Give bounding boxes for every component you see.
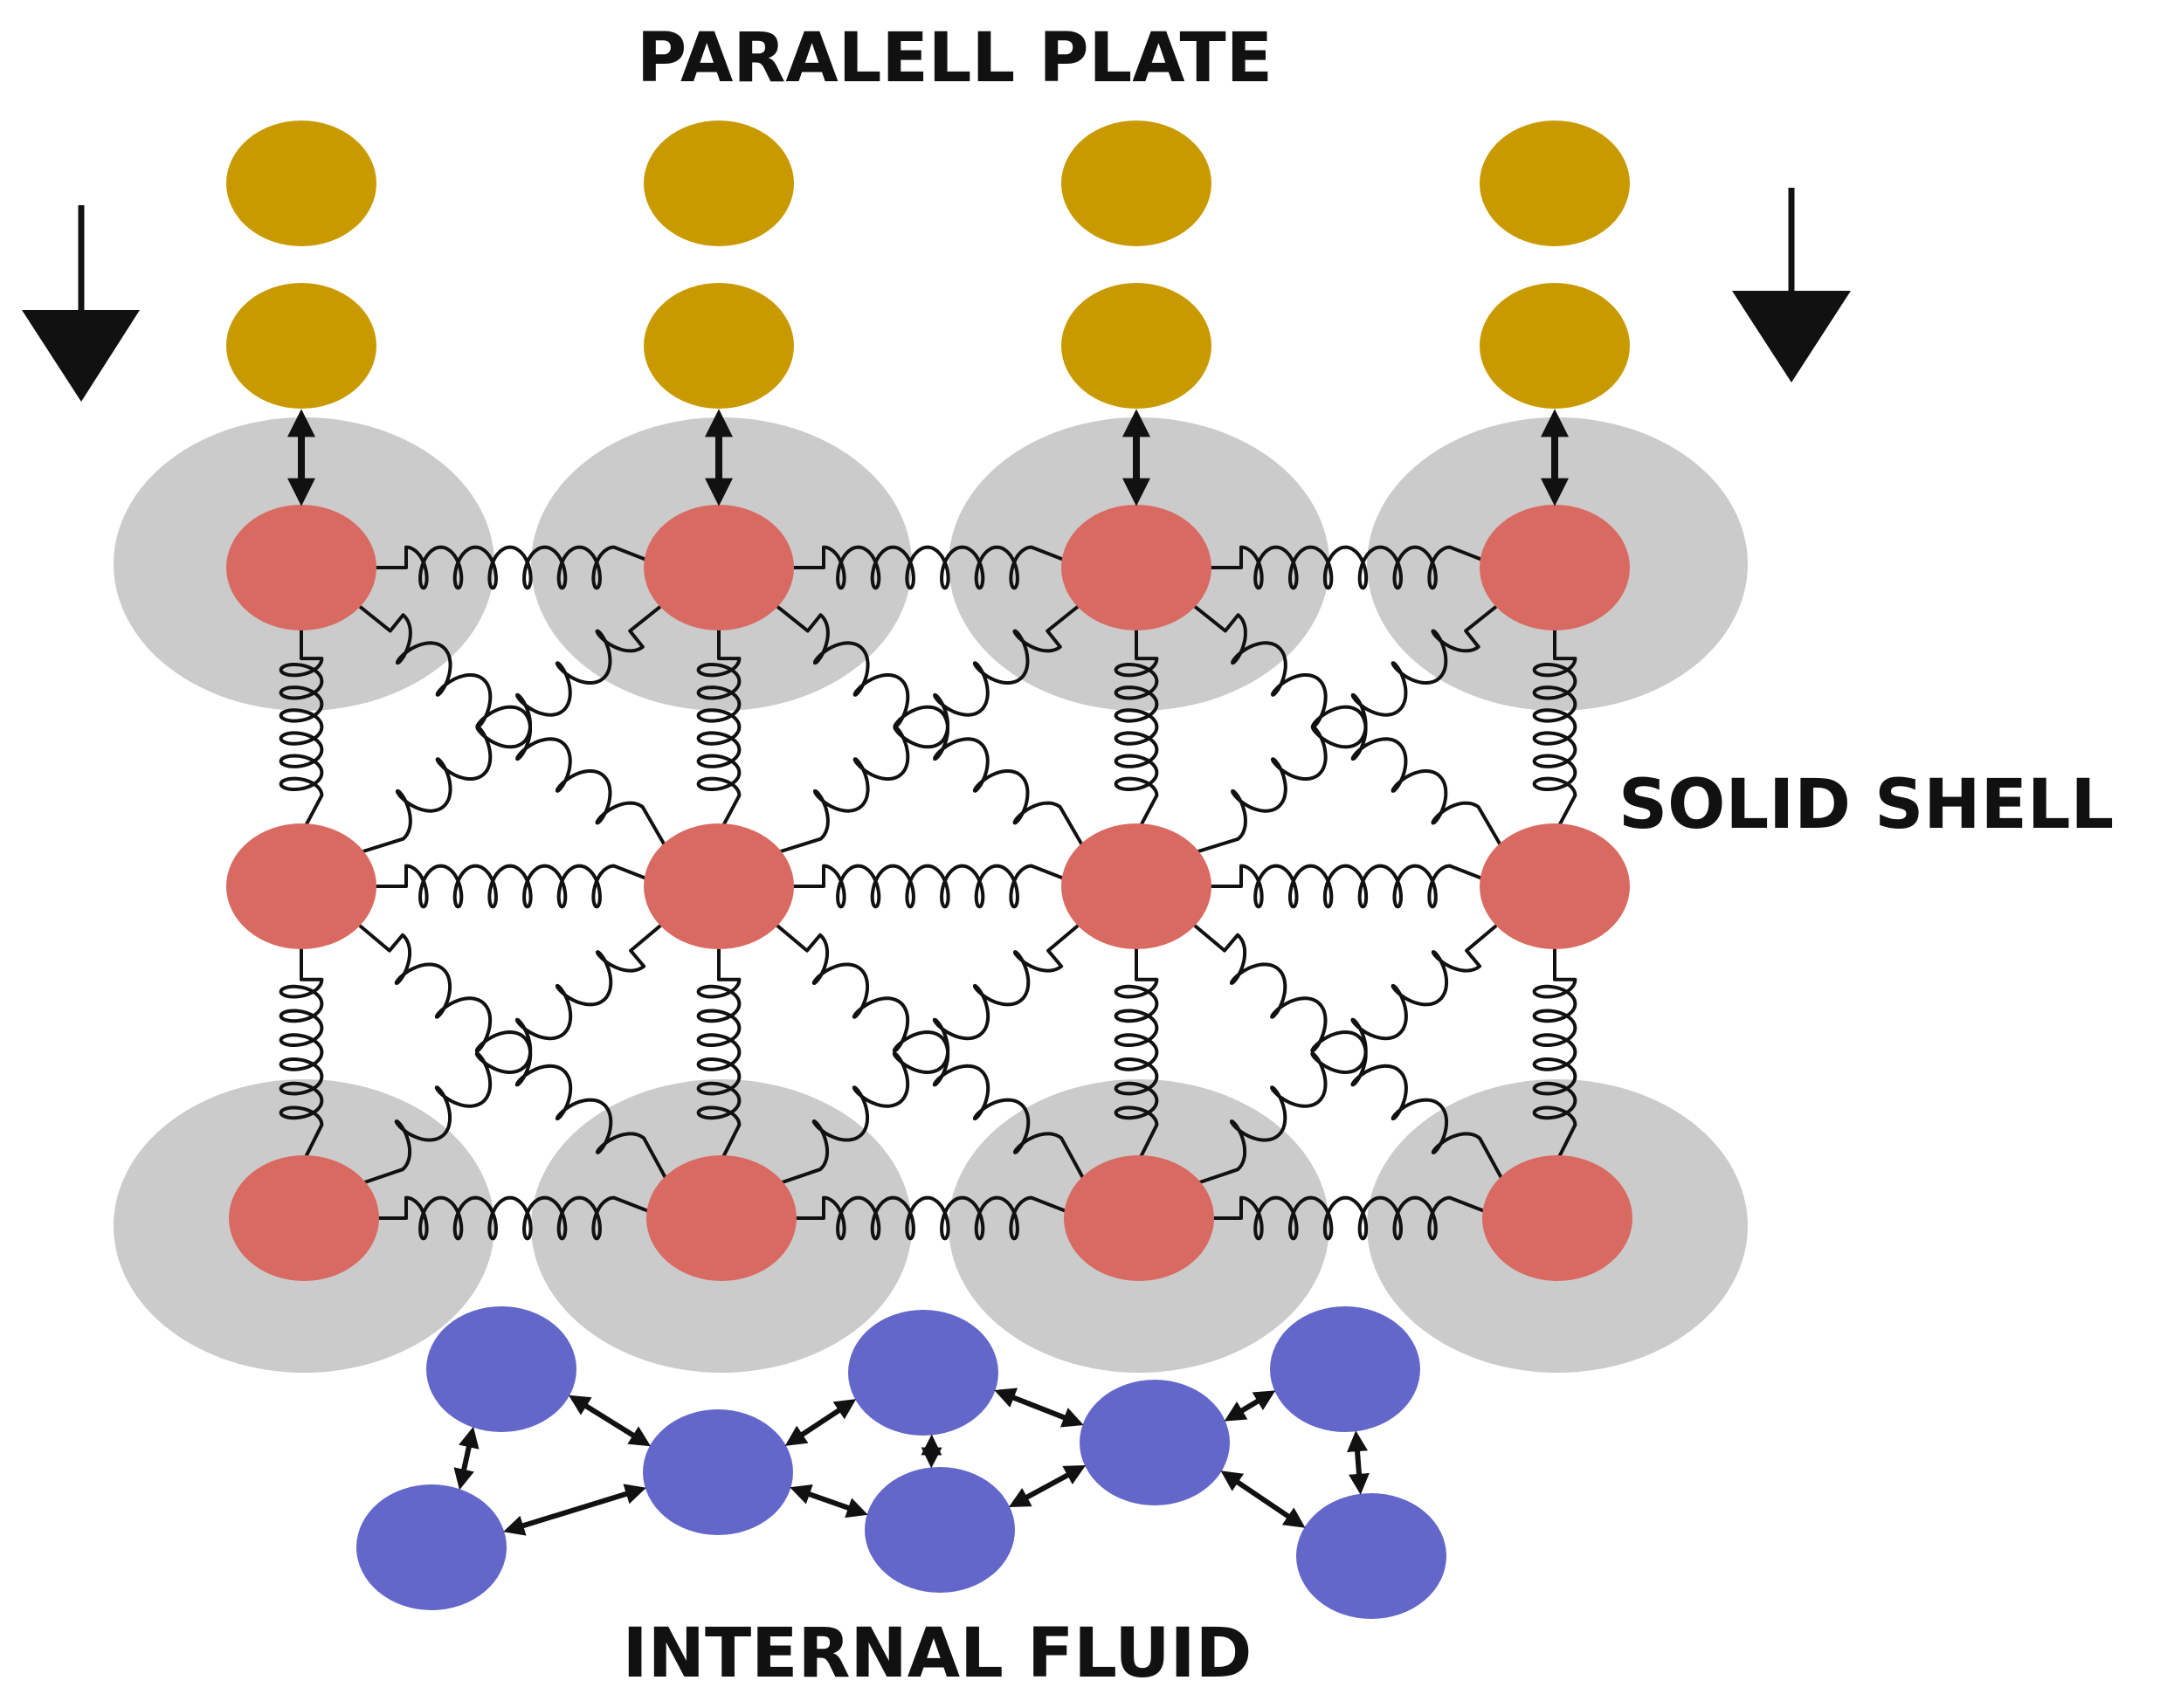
fluid-interaction-arrow-2 [568, 1395, 652, 1447]
fluid-particle-4 [848, 1310, 998, 1436]
shell-node-r3-c4 [1482, 1155, 1632, 1281]
internal-fluid-label: INTERNAL FLUID [623, 1615, 1253, 1693]
fluid-particle-2 [356, 1484, 507, 1610]
spring-horizontal-r2-3 [1189, 864, 1503, 909]
spring-horizontal-r3-2 [771, 1195, 1085, 1241]
loading-arrow-right [1732, 188, 1851, 382]
fluid-particle-7 [1270, 1306, 1420, 1432]
fluid-particle-3 [643, 1409, 793, 1535]
spring-vertical-c4-2 [1532, 939, 1577, 1167]
plate-particle-top-4 [1480, 121, 1630, 246]
plate-particle-bottom-3 [1061, 283, 1211, 409]
spring-vertical-c1-1 [279, 620, 324, 835]
shell-node-r1-c2 [644, 505, 794, 630]
solid-shell-label: SOLID SHELL [1618, 766, 2114, 844]
spring-horizontal-r3-3 [1189, 1195, 1503, 1241]
shell-node-r3-c3 [1064, 1155, 1214, 1281]
plate-particle-top-2 [644, 121, 794, 246]
solid-shell-nodes [226, 505, 1632, 1281]
plate-particle-top-3 [1061, 121, 1211, 246]
fluid-interaction-arrow-10 [1220, 1470, 1306, 1528]
spring-vertical-c3-1 [1114, 620, 1159, 835]
spring-diagonal-down-3-1 [1183, 596, 1508, 857]
spring-horizontal-r3-1 [354, 1195, 667, 1241]
fluid-interaction-arrow-3 [503, 1484, 646, 1536]
spring-diagonal-down-2-2 [765, 915, 1090, 1188]
parallel-plate-particles [226, 121, 1630, 409]
fluid-interaction-arrow-1 [453, 1426, 480, 1491]
fluid-particle-5 [865, 1467, 1015, 1593]
spring-diagonal-down-3-2 [1183, 915, 1508, 1188]
spring-diagonal-up-2-2 [766, 915, 1090, 1189]
spring-diagonal-down-1-2 [348, 915, 673, 1188]
fluid-particle-6 [1080, 1380, 1230, 1505]
loading-arrow-left [22, 205, 140, 402]
spring-horizontal-r1-2 [771, 545, 1085, 590]
fluid-particle-1 [426, 1306, 576, 1432]
fluid-particle-8 [1296, 1493, 1446, 1619]
shell-node-r3-c1 [229, 1155, 379, 1281]
fluid-interaction-arrow-5 [790, 1484, 868, 1519]
plate-contact-arrows [287, 409, 1569, 506]
spring-horizontal-r1-3 [1189, 545, 1503, 590]
internal-fluid-particles [356, 1306, 1446, 1619]
fluid-interaction-arrow-4 [784, 1399, 857, 1446]
shell-node-r2-c4 [1480, 823, 1630, 949]
spring-diagonal-up-3-2 [1184, 915, 1508, 1189]
plate-particle-bottom-2 [644, 283, 794, 409]
shell-node-r1-c1 [226, 505, 376, 630]
spring-diagonal-up-1-2 [349, 915, 673, 1189]
fluid-interaction-arrows [453, 1388, 1370, 1536]
spring-vertical-c2-1 [696, 620, 742, 835]
spring-diagonal-down-1-1 [348, 596, 673, 857]
fluid-interaction-arrow-8 [1008, 1465, 1087, 1507]
plate-particle-bottom-1 [226, 283, 376, 409]
fluid-interaction-arrow-11 [1347, 1430, 1370, 1495]
spring-horizontal-r2-1 [354, 864, 667, 909]
shell-node-r2-c3 [1061, 823, 1211, 949]
spring-horizontal-r2-2 [771, 864, 1085, 909]
spring-vertical-c4-1 [1532, 620, 1577, 835]
shell-node-r3-c2 [646, 1155, 797, 1281]
shell-node-r1-c4 [1480, 505, 1630, 630]
fluid-interaction-arrow-9 [1224, 1390, 1276, 1422]
shell-node-r1-c3 [1061, 505, 1211, 630]
fluid-interaction-arrow-7 [994, 1388, 1084, 1428]
shell-node-r2-c1 [226, 823, 376, 949]
parallel-plate-label: PARALELL PLATE [637, 19, 1273, 98]
spring-diagonal-up-3-1 [1184, 596, 1508, 857]
plate-particle-top-1 [226, 121, 376, 246]
spring-horizontal-r1-1 [354, 545, 667, 590]
spring-diagonal-up-1-1 [349, 596, 673, 857]
spring-diagonal-down-2-1 [765, 596, 1090, 857]
spring-diagonal-up-2-1 [766, 596, 1090, 857]
spring-network [279, 545, 1577, 1241]
spring-vertical-c1-2 [279, 939, 324, 1167]
spring-vertical-c2-2 [696, 939, 742, 1167]
plate-particle-bottom-4 [1480, 283, 1630, 409]
shell-node-r2-c2 [644, 823, 794, 949]
spring-vertical-c3-2 [1114, 939, 1159, 1167]
